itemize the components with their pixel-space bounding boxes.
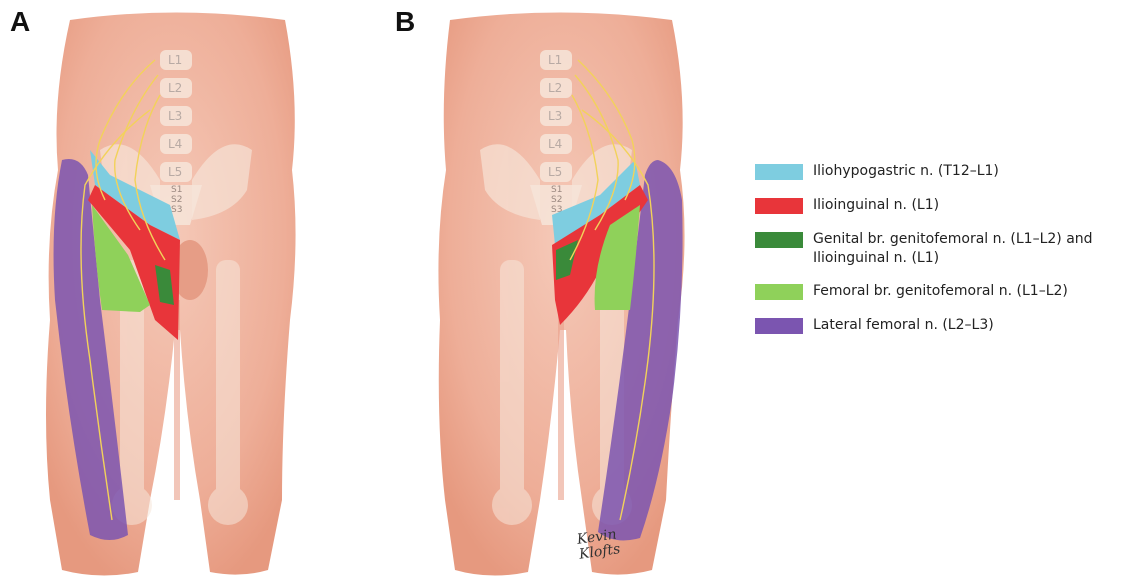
legend-label-lateral-femoral: Lateral femoral n. (L2–L3)	[813, 316, 1123, 335]
legend-item-genital-branch: Genital br. genitofemoral n. (L1–L2) and…	[755, 230, 1125, 270]
panel-a-figure: L1 L2 L3 L4 L5 S1 S2 S3	[46, 13, 296, 576]
legend-label-genital-branch-line1: Genital br. genitofemoral n. (L1–L2) and	[813, 231, 1093, 247]
vertebra-label-l4-a: L4	[168, 137, 182, 151]
vertebra-label-l5-b: L5	[548, 165, 562, 179]
legend-swatch-iliohypogastric	[755, 164, 803, 180]
vertebra-label-l3-a: L3	[168, 109, 182, 123]
legend-label-iliohypogastric: Iliohypogastric n. (T12–L1)	[813, 162, 1123, 181]
vertebra-label-l3-b: L3	[548, 109, 562, 123]
legend-swatch-femoral-branch	[755, 284, 803, 300]
legend-label-genital-branch: Genital br. genitofemoral n. (L1–L2) and…	[813, 230, 1123, 268]
vertebra-label-l1-b: L1	[548, 53, 562, 67]
legend-item-femoral-branch: Femoral br. genitofemoral n. (L1–L2)	[755, 282, 1125, 304]
sacrum-label-s2-b: S2	[551, 195, 562, 205]
legend-swatch-genital-branch	[755, 232, 803, 248]
legend-swatch-ilioinguinal	[755, 198, 803, 214]
legend-label-ilioinguinal: Ilioinguinal n. (L1)	[813, 196, 1123, 215]
vertebra-label-l4-b: L4	[548, 137, 562, 151]
sacrum-label-s2-a: S2	[171, 195, 182, 205]
legend-label-genital-branch-line2: Ilioinguinal n. (L1)	[813, 250, 939, 266]
vertebra-label-l1-a: L1	[168, 53, 182, 67]
legend-item-lateral-femoral: Lateral femoral n. (L2–L3)	[755, 316, 1125, 338]
legend: Iliohypogastric n. (T12–L1) Ilioinguinal…	[755, 162, 1125, 350]
groin-gap-b	[558, 300, 564, 500]
sacrum-label-s1-a: S1	[171, 185, 182, 195]
legend-swatch-lateral-femoral	[755, 318, 803, 334]
legend-item-iliohypogastric: Iliohypogastric n. (T12–L1)	[755, 162, 1125, 184]
legend-item-ilioinguinal: Ilioinguinal n. (L1)	[755, 196, 1125, 218]
anatomy-figure: L1 L2 L3 L4 L5 S1 S2 S3	[0, 0, 740, 584]
panel-b-figure: L1 L2 L3 L4 L5 S1 S2 S3	[438, 13, 684, 576]
vertebra-label-l2-b: L2	[548, 81, 562, 95]
vertebra-label-l5-a: L5	[168, 165, 182, 179]
sacrum-label-s3-a: S3	[171, 205, 182, 215]
legend-label-femoral-branch: Femoral br. genitofemoral n. (L1–L2)	[813, 282, 1123, 301]
sacrum-label-s1-b: S1	[551, 185, 562, 195]
artist-signature: Kevin Klofts	[576, 527, 621, 562]
vertebra-label-l2-a: L2	[168, 81, 182, 95]
